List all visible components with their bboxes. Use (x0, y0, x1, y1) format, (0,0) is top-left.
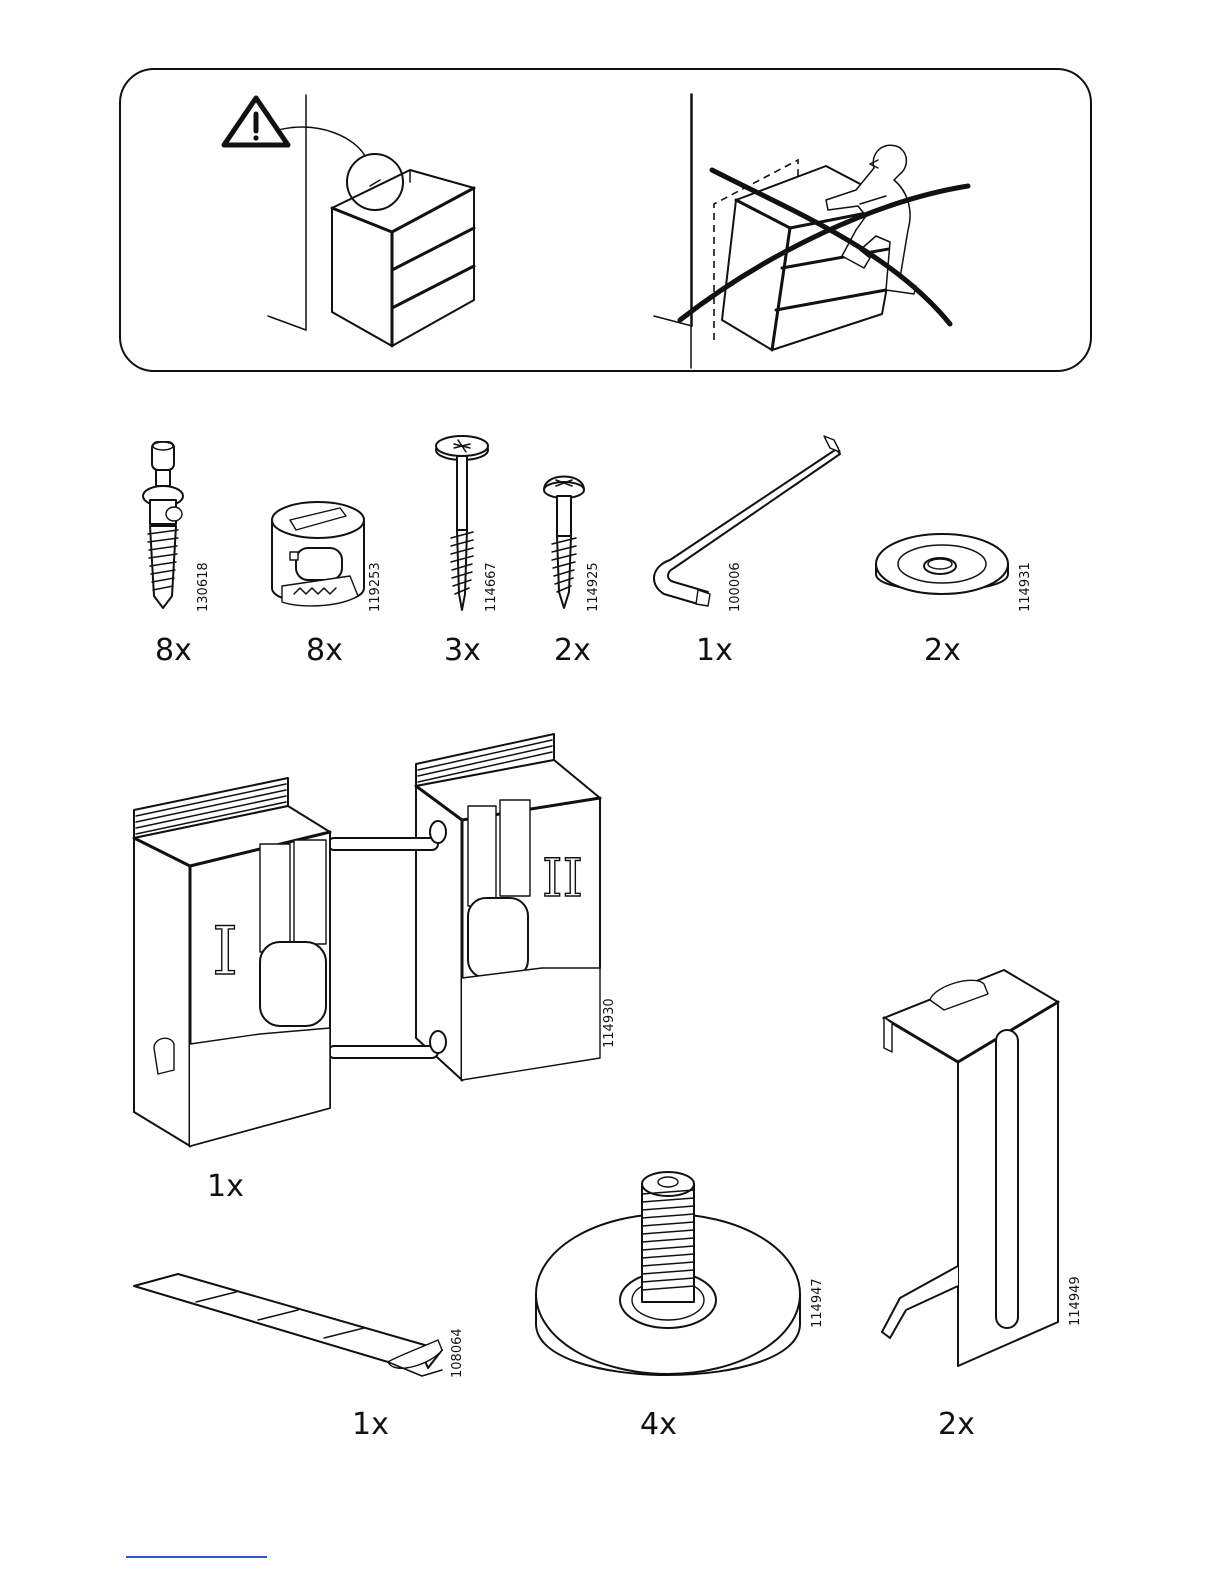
part-code-119253: 119253 (368, 562, 383, 612)
quantity-114667: 3x (444, 636, 481, 666)
part-code-114930: 114930 (602, 998, 617, 1048)
short-screw-icon (540, 472, 588, 612)
bracket-label-i: I (212, 913, 238, 990)
quantity-130618: 8x (155, 636, 192, 666)
quantity-100006: 1x (696, 636, 733, 666)
washer-icon (872, 526, 1012, 610)
quantity-114925: 2x (554, 636, 591, 666)
quantity-114949: 2x (938, 1410, 975, 1440)
warning-triangle-icon (224, 98, 288, 145)
metal-clip-icon (878, 966, 1060, 1370)
part-code-100006: 100006 (728, 562, 743, 612)
cam-bolt-icon (138, 438, 198, 613)
quantity-114930: 1x (207, 1172, 244, 1202)
adhesive-strip-icon (132, 1272, 444, 1388)
part-code-114925: 114925 (586, 562, 601, 612)
part-code-114931: 114931 (1018, 562, 1033, 612)
part-code-114949: 114949 (1068, 1276, 1083, 1326)
quantity-119253: 8x (306, 636, 343, 666)
quantity-114931: 2x (924, 636, 961, 666)
bracket-pair-icon: II I (132, 728, 612, 1150)
bracket-label-ii: II (542, 849, 583, 909)
adjustable-foot-icon (534, 1164, 802, 1390)
quantity-108064: 1x (352, 1410, 389, 1440)
quantity-114947: 4x (640, 1410, 677, 1440)
cam-lock-nut-icon (268, 496, 368, 616)
anchored-shelf-illustration (220, 90, 500, 350)
part-code-114667: 114667 (484, 562, 499, 612)
part-code-108064: 108064 (450, 1328, 465, 1378)
footer-underline (126, 1556, 267, 1558)
tipping-hazard-illustration (650, 140, 980, 360)
part-code-130618: 130618 (196, 562, 211, 612)
part-code-114947: 114947 (810, 1278, 825, 1328)
